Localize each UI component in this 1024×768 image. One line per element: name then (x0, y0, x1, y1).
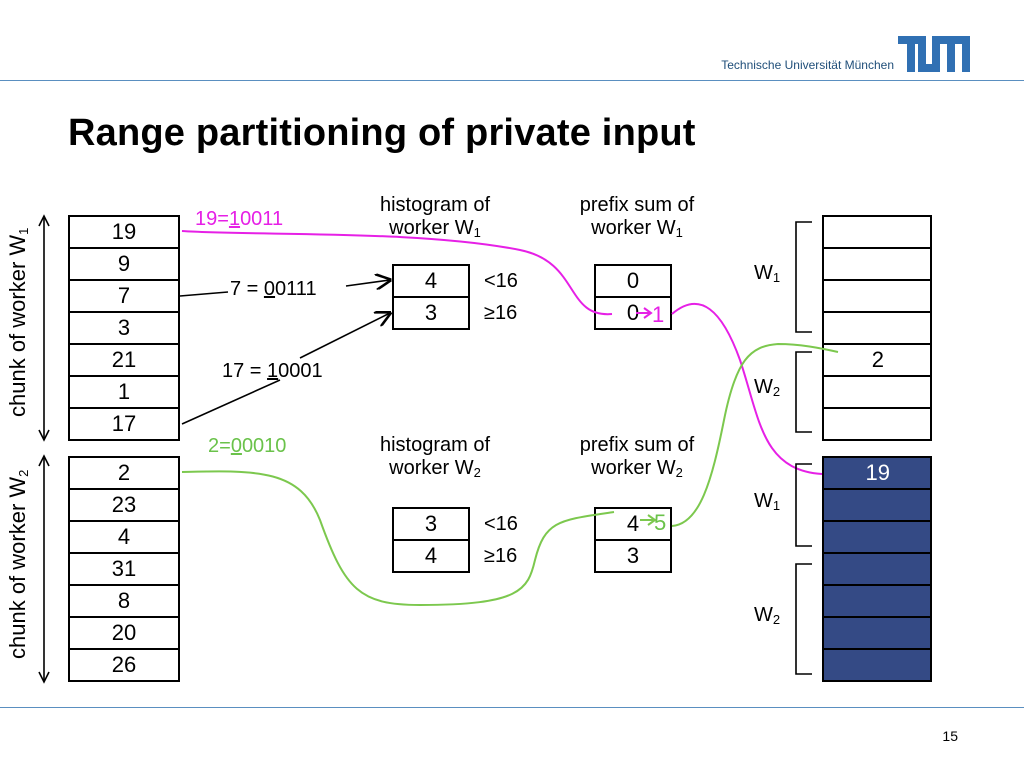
chunk2-cell: 4 (68, 520, 180, 554)
chunk2-cell: 20 (68, 616, 180, 650)
hist2-cell: 3 (392, 507, 470, 541)
arrow-17-to-hist-head (299, 313, 390, 359)
green-arrow-head (647, 514, 657, 526)
output-cell (822, 616, 932, 650)
page-number: 15 (942, 728, 958, 744)
hist1-range-ge: ≥16 (484, 302, 518, 324)
bracket-w2-top (795, 351, 812, 433)
university-name: Technische Universität München (721, 58, 894, 72)
bracket-label: W2 (754, 376, 781, 399)
bracket-w2-bottom (795, 563, 812, 675)
annotation-17: 17 = 10001 (222, 360, 323, 382)
prefix1-increment: 1 (652, 302, 665, 327)
output-cell (822, 279, 932, 313)
output-cell: 19 (822, 456, 932, 490)
pink-path-19 (181, 230, 613, 316)
prefix2-cell: 4 (594, 507, 672, 541)
slide-title: Range partitioning of private input (68, 112, 696, 154)
hist1-range-lt: <16 (484, 270, 518, 292)
prefix2-increment: 5 (654, 510, 667, 535)
chunk1-cell: 3 (68, 311, 180, 345)
hist2-cell: 4 (392, 539, 470, 573)
pink-path-to-output (671, 302, 823, 475)
annotation-19: 19=10011 (195, 208, 284, 230)
pink-arrow-head (643, 307, 653, 319)
chunk2-cell: 23 (68, 488, 180, 522)
prefix2-cell: 3 (594, 539, 672, 573)
bracket-w1-bottom (795, 463, 812, 547)
annotation-7: 7 = 00111 (230, 278, 317, 300)
chunk2-cell: 26 (68, 648, 180, 682)
chunk1-cell: 1 (68, 375, 180, 409)
header-rule (0, 80, 1024, 81)
chunk1-span-arrow (38, 214, 50, 442)
bracket-label: W2 (754, 604, 781, 627)
output-cell (822, 648, 932, 682)
tum-logo (898, 36, 970, 72)
bracket-label: W1 (754, 490, 781, 513)
chunk1-cell: 19 (68, 215, 180, 249)
hist2-range-lt: <16 (484, 513, 518, 535)
arrow-7-to-hist (179, 291, 229, 297)
chunk2-span-arrow (38, 454, 50, 684)
output-cell (822, 407, 932, 441)
bracket-label: W1 (754, 262, 781, 285)
arrow-7-to-hist-head (345, 280, 390, 286)
bracket-w1-top (795, 221, 812, 333)
hist1-cell: 3 (392, 296, 470, 330)
hist2-range-ge: ≥16 (484, 545, 518, 567)
chunk1-cell: 17 (68, 407, 180, 441)
green-path-2 (181, 470, 615, 607)
green-path-to-output (671, 342, 839, 527)
footer-rule (0, 707, 1024, 708)
arrow-17-to-hist (181, 379, 281, 425)
annotation-2: 2=00010 (208, 435, 287, 457)
chunk1-cell: 9 (68, 247, 180, 281)
